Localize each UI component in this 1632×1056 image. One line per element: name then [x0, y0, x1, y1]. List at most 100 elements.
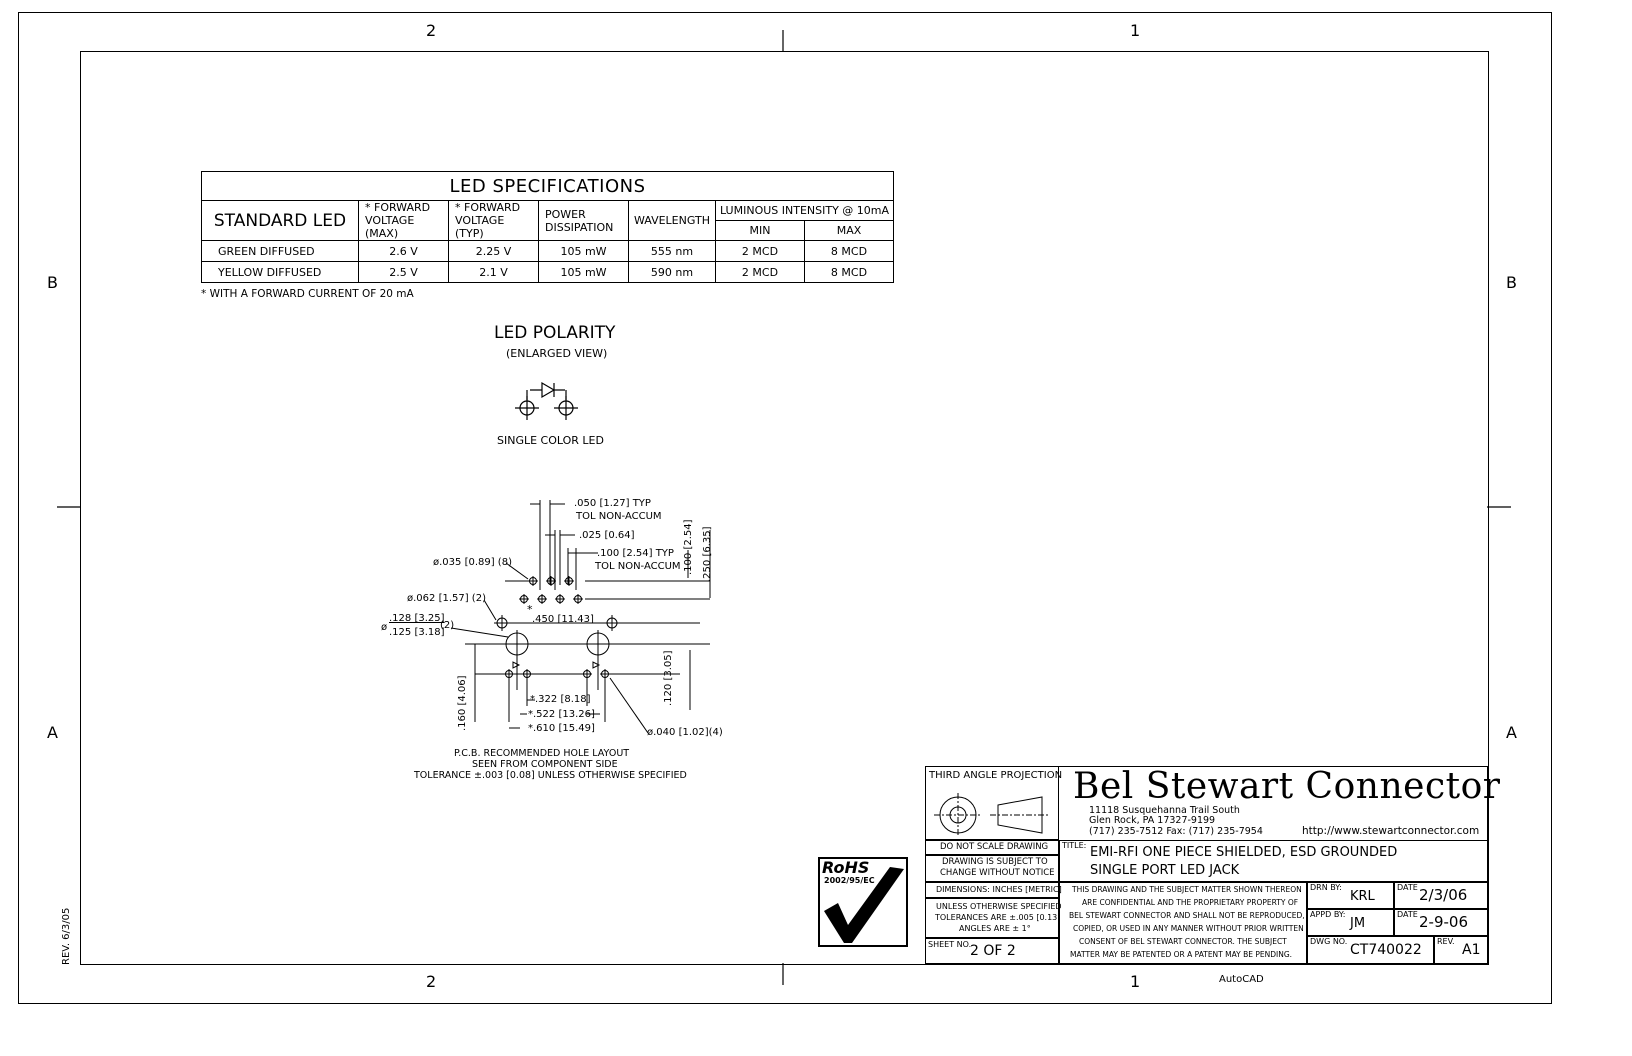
hole-125: .125 [3.18]	[389, 627, 445, 638]
date2-cell	[1394, 909, 1488, 936]
row-power: 105 mW	[538, 240, 629, 262]
table-footnote: * WITH A FORWARD CURRENT OF 20 mA	[201, 288, 414, 300]
rohs-sub: 2002/95/EC	[824, 876, 875, 885]
zone-bottom-1: 1	[1130, 972, 1141, 991]
dim-100-vertical: .100 [2.54]	[683, 519, 694, 575]
pcb-hole-layout-drawing	[450, 500, 711, 734]
hole-128-prefix: ø	[381, 622, 388, 633]
dim-050-tol: TOL NON-ACCUM	[576, 511, 662, 522]
appd-cell	[1307, 909, 1394, 936]
drn-value: KRL	[1350, 889, 1375, 904]
date1-value: 2/3/06	[1419, 886, 1468, 904]
row-vtyp: 2.1 V	[448, 261, 539, 283]
zone-left-b: B	[47, 273, 58, 292]
hole-040: ø.040 [1.02](4)	[647, 727, 723, 738]
confidential-cell	[1059, 882, 1307, 964]
title-cell	[1059, 840, 1488, 882]
title-label: TITLE:	[1062, 841, 1087, 850]
subject-change-1: DRAWING IS SUBJECT TO	[942, 857, 1048, 867]
dim-100-tol: TOL NON-ACCUM	[595, 561, 681, 572]
company-url: http://www.stewartconnector.com	[1302, 825, 1480, 837]
date2-label: DATE	[1397, 910, 1418, 919]
company-address-1: 11118 Susquehanna Trail South	[1089, 805, 1240, 816]
autocad-label: AutoCAD	[1219, 974, 1264, 985]
standard-led-header: STANDARD LED	[201, 200, 359, 241]
date1-cell	[1394, 882, 1488, 909]
hole-128: .128 [3.25]	[389, 613, 445, 624]
dim-250-vertical: .250 [6.35]	[702, 526, 713, 582]
dwg-value: CT740022	[1350, 942, 1422, 958]
revision-stamp: REV. 6/3/05	[61, 907, 72, 965]
subject-change-2: CHANGE WITHOUT NOTICE	[940, 868, 1055, 878]
wavelength-header: WAVELENGTH	[628, 200, 716, 241]
pcb-caption-2: SEEN FROM COMPONENT SIDE	[472, 759, 618, 770]
confidential-6: MATTER MAY BE PATENTED OR A PATENT MAY B…	[1070, 950, 1293, 959]
row-max: 8 MCD	[804, 240, 894, 262]
do-not-scale-cell	[925, 840, 1059, 855]
zone-top-2: 2	[426, 21, 437, 40]
polarity-subtitle: (ENLARGED VIEW)	[506, 347, 608, 360]
rev-cell	[1434, 936, 1488, 964]
row-vtyp: 2.25 V	[448, 240, 539, 262]
outer-border	[18, 12, 1552, 1004]
row-wavelength: 590 nm	[628, 261, 716, 283]
hole-128-qty: (2)	[440, 620, 455, 631]
confidential-1: THIS DRAWING AND THE SUBJECT MATTER SHOW…	[1072, 885, 1302, 894]
dim-450: .450 [11.43]	[532, 614, 594, 625]
dim-522: *.522 [13.26]	[528, 709, 595, 720]
polarity-title: LED POLARITY	[494, 323, 616, 343]
row-power: 105 mW	[538, 261, 629, 283]
row-name: YELLOW DIFFUSED	[201, 261, 359, 283]
sheet-value: 2 OF 2	[970, 943, 1016, 959]
row-min: 2 MCD	[715, 240, 805, 262]
third-angle-projection-icon	[934, 793, 1050, 837]
dim-120-vertical: .120 [3.05]	[663, 650, 674, 706]
min-header: MIN	[715, 220, 805, 241]
hole-035: ø.035 [0.89] (8)	[433, 557, 512, 568]
row-vmax: 2.5 V	[358, 261, 449, 283]
drawing-title-2: SINGLE PORT LED JACK	[1090, 863, 1240, 878]
inner-border	[80, 51, 1489, 965]
dim-322: *.322 [8.18]	[530, 694, 591, 705]
hole-062: ø.062 [1.57] (2)	[407, 593, 486, 604]
rohs-logo: RoHS 2002/95/EC	[818, 857, 908, 947]
zone-top-1: 1	[1130, 21, 1141, 40]
zone-left-a: A	[47, 723, 58, 742]
row-name: GREEN DIFFUSED	[201, 240, 359, 262]
table-row: YELLOW DIFFUSED 2.5 V 2.1 V 105 mW 590 n…	[201, 261, 894, 283]
diode-symbol-icon	[515, 381, 578, 420]
dim-160-vertical: .160 [4.06]	[457, 675, 468, 731]
dimensions-label: DIMENSIONS: INCHES [METRIC]	[936, 885, 1062, 894]
appd-value: JM	[1350, 916, 1366, 931]
dwg-label: DWG NO.	[1310, 937, 1348, 946]
led-spec-title: LED SPECIFICATIONS	[201, 171, 894, 201]
dwg-cell	[1307, 936, 1434, 964]
rohs-title: RoHS	[822, 858, 870, 877]
company-name: Bel Stewart Connector	[1073, 766, 1501, 807]
pcb-caption-1: P.C.B. RECOMMENDED HOLE LAYOUT	[454, 748, 630, 759]
projection-box	[925, 766, 1059, 840]
projection-label: THIRD ANGLE PROJECTION	[929, 770, 1063, 781]
table-row: GREEN DIFFUSED 2.6 V 2.25 V 105 mW 555 n…	[201, 240, 894, 262]
tolerance-1: UNLESS OTHERWISE SPECIFIED	[936, 902, 1062, 911]
confidential-5: CONSENT OF BEL STEWART CONNECTOR. THE SU…	[1079, 937, 1287, 946]
tolerance-cell	[925, 898, 1059, 938]
sheet-label: SHEET NO.	[928, 940, 972, 949]
date1-label: DATE	[1397, 883, 1418, 892]
drn-cell	[1307, 882, 1394, 909]
dim-610: *.610 [15.49]	[528, 723, 595, 734]
company-phone: (717) 235-7512 Fax: (717) 235-7954	[1089, 826, 1263, 837]
rev-label: REV.	[1437, 937, 1455, 946]
zone-right-a: A	[1506, 723, 1517, 742]
led-spec-table: LED SPECIFICATIONS STANDARD LED * FORWAR…	[201, 171, 894, 283]
row-max: 8 MCD	[804, 261, 894, 283]
date2-value: 2-9-06	[1419, 913, 1468, 931]
pcb-caption-3: TOLERANCE ±.003 [0.08] UNLESS OTHERWISE …	[414, 770, 687, 781]
subject-change-cell	[925, 855, 1059, 882]
dim-050: .050 [1.27] TYP	[574, 498, 651, 509]
appd-label: APPD BY:	[1310, 910, 1346, 919]
